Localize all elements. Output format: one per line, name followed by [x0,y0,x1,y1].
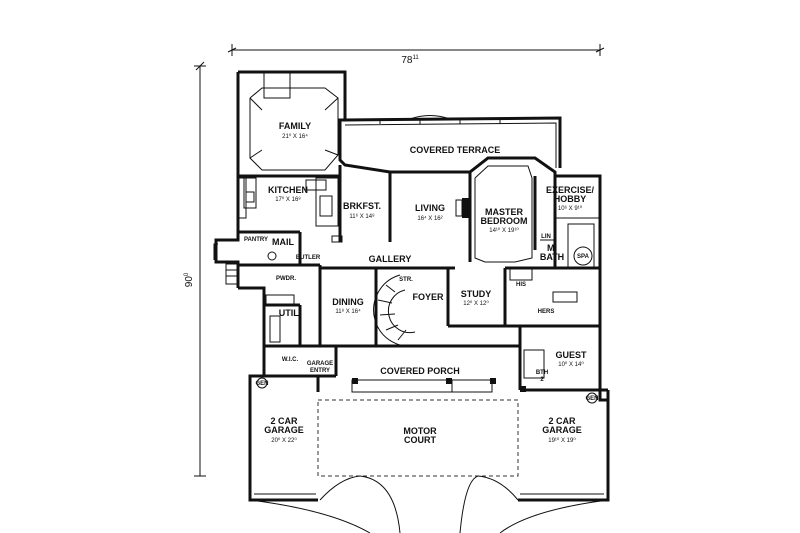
label-garage-entry-1: GARAGE [307,361,333,367]
label-gen-right: GEN [585,396,598,402]
label-gen-left: GEN [255,381,268,387]
covered-terrace-outline [344,115,562,168]
room-m-bath-name: M. [547,243,557,253]
back-steps [225,263,239,285]
room-brkfst-name: BRKFST. [343,201,381,211]
width-dimension: 7811 [401,55,419,66]
gen-right-marker [586,392,598,404]
driveway-right [499,499,609,533]
label-wic: W.I.C. [282,357,299,363]
room-study-name: STUDY [461,289,492,299]
motor-court-outline [317,399,519,533]
driveway-left [249,499,371,533]
room-foyer-name: FOYER [412,292,444,302]
room-garage-right-name2: GARAGE [542,425,582,435]
room-gallery-name: GALLERY [369,254,412,264]
label-butler: BUTLER [296,255,321,261]
room-exercise-hobby-name: EXERCISE/ [546,185,595,195]
room-garage-right-name: 2 CAR [548,416,576,426]
label-mail: MAIL [272,237,294,247]
room-dining-name: DINING [332,297,364,307]
room-master-bedroom-size: 14¹⁰ X 19¹⁰ [489,227,519,234]
room-guest-name: GUEST [555,350,587,360]
room-dining-size: 11⁸ X 16⁴ [335,308,361,315]
room-garage-left-name2: GARAGE [264,425,304,435]
room-master-bedroom-name: MASTER [485,207,524,217]
fireplace [462,198,470,218]
room-covered-terrace-name: COVERED TERRACE [410,145,501,155]
label-str: STR. [399,277,413,283]
room-garage-left-name: 2 CAR [270,416,298,426]
bath-fixtures [265,223,595,379]
room-study-size: 12⁰ X 12⁰ [463,300,489,307]
gen-left-marker [256,377,268,389]
room-living-size: 16⁴ X 16² [417,215,442,222]
room-m-bath-name2: BATH [540,252,564,262]
label-lin: LIN [541,234,551,240]
label-pantry: PANTRY [244,237,268,243]
label-pwdr: PWDR. [276,276,296,282]
room-motor-court-name2: COURT [404,435,436,445]
porch-planters [351,378,496,393]
room-exercise-hobby-size: 10⁶ X 9¹⁰ [558,205,583,212]
kitchen-fixtures [237,177,343,243]
room-family-name: FAMILY [279,121,311,131]
master-ceiling-lines [474,165,533,263]
label-bth: BTH [536,370,548,376]
room-master-bedroom-name2: BEDROOM [481,216,528,226]
depth-dimension: 900 [184,272,195,287]
room-motor-court-name: MOTOR [403,426,437,436]
room-guest-size: 10⁰ X 14⁰ [558,361,584,368]
room-kitchen-size: 17⁰ X 16⁸ [275,196,301,203]
room-garage-right-size: 19¹⁰ X 19⁰ [548,437,576,444]
room-garage-left-size: 20⁰ X 22⁰ [271,437,297,444]
label-hers: HERS [538,309,555,315]
room-living-name: LIVING [415,203,445,213]
label-his: HIS [516,282,526,288]
staircase [373,274,421,347]
family-ceiling-lines [249,87,339,171]
room-util-name: UTIL. [279,308,302,318]
dimension-lines [194,44,605,477]
room-brkfst-size: 11⁶ X 14⁸ [349,213,375,220]
room-exercise-hobby-name2: HOBBY [554,194,587,204]
label-bth-num: 2 [540,377,544,383]
room-covered-porch-name: COVERED PORCH [380,366,460,376]
room-family-size: 21⁰ X 16⁴ [282,133,308,140]
label-garage-entry-2: ENTRY [310,368,330,374]
room-kitchen-name: KITCHEN [268,185,308,195]
label-spa: SPA [577,254,590,260]
